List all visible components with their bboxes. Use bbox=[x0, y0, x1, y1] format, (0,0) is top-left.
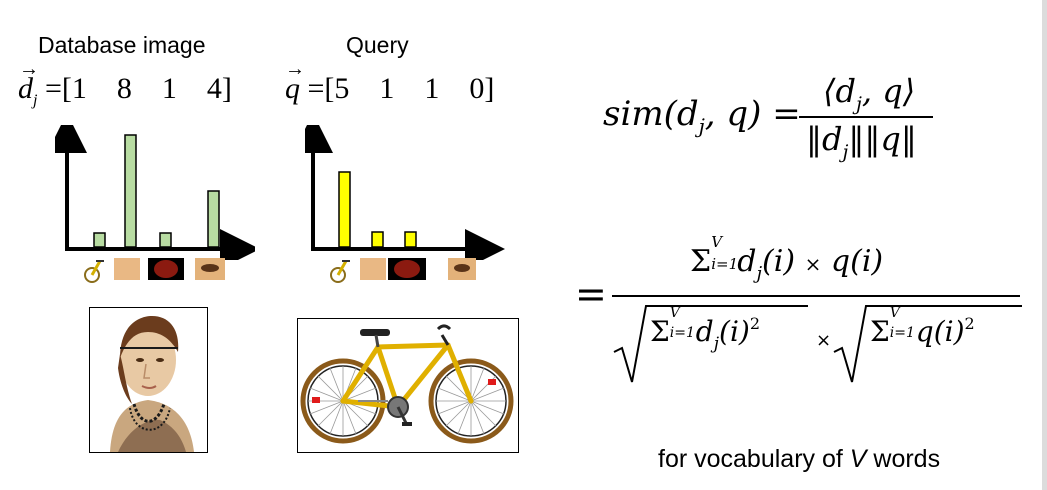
vocabulary-caption: for vocabulary of V words bbox=[658, 445, 941, 473]
database-portrait-image bbox=[89, 307, 208, 453]
skin-patch-icon bbox=[114, 258, 140, 280]
bicycle-parts bbox=[358, 324, 452, 426]
eye-patch-icon bbox=[195, 258, 225, 280]
equals-sign: = bbox=[575, 272, 607, 316]
query-visual-words bbox=[330, 258, 476, 283]
histogram-bar bbox=[207, 190, 220, 248]
right-edge-bar bbox=[1042, 0, 1047, 490]
histogram-bar bbox=[159, 232, 172, 248]
eye-dark-patch-icon bbox=[148, 258, 184, 280]
query-vector: → q =[5 1 1 0] bbox=[285, 58, 495, 105]
vector-arrow-icon: → bbox=[285, 58, 305, 80]
skin-patch-icon bbox=[360, 258, 386, 280]
eye-patch-icon bbox=[448, 258, 476, 280]
bicycle-frame bbox=[340, 342, 474, 410]
histogram-bar bbox=[93, 232, 106, 248]
histogram-bar bbox=[404, 231, 417, 248]
bicycle-patch-icon bbox=[84, 260, 104, 283]
denominator-times: × bbox=[816, 330, 832, 351]
database-histogram bbox=[55, 125, 255, 260]
similarity-formula: sim(dj, q) = ⟨dj, q⟩ ‖dj‖‖q‖ bbox=[603, 72, 933, 172]
query-bicycle-image bbox=[297, 318, 519, 453]
histogram-bar bbox=[371, 231, 384, 248]
database-vector: → dj =[1 8 1 4] bbox=[18, 58, 232, 109]
vector-arrow-icon: → bbox=[19, 58, 39, 80]
sqrt-signs bbox=[613, 305, 1022, 383]
front-wheel bbox=[428, 358, 514, 444]
similarity-denominator: ‖dj‖‖q‖ bbox=[806, 120, 917, 163]
query-histogram bbox=[305, 125, 505, 260]
histogram-bar bbox=[338, 171, 351, 248]
histogram-bar bbox=[124, 134, 137, 248]
fraction-bar bbox=[799, 116, 933, 118]
similarity-lhs: sim(dj, q) = bbox=[603, 94, 801, 138]
database-visual-words bbox=[84, 258, 225, 283]
expanded-fraction-bar bbox=[612, 295, 1020, 297]
database-image-title: Database image bbox=[38, 32, 206, 58]
bicycle-patch-icon bbox=[330, 260, 350, 283]
query-title: Query bbox=[346, 32, 409, 58]
similarity-numerator: ⟨dj, q⟩ bbox=[823, 72, 916, 115]
eye-dark-patch-icon bbox=[388, 258, 426, 280]
